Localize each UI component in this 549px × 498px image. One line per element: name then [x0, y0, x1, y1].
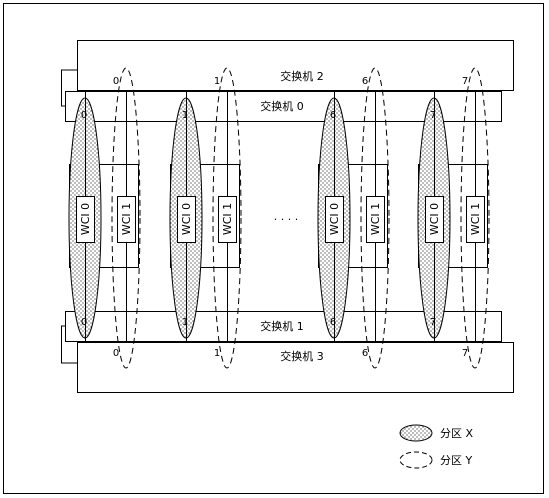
port-x-bottom-label: 1	[182, 317, 188, 328]
wci-1-label: WCI 1	[221, 203, 234, 235]
partition-y-ellipse	[360, 67, 390, 369]
wci-0-card	[177, 196, 196, 243]
wci-0-card	[425, 196, 444, 243]
port-y-top-label: 0	[113, 76, 119, 87]
wci-0-card	[76, 196, 95, 243]
switch-3-box	[77, 342, 514, 393]
port-x-top-label: 1	[182, 110, 188, 121]
legend-partition-x-swatch	[399, 424, 433, 442]
port-x-top-label: 0	[81, 110, 87, 121]
partition-y-ellipse	[111, 67, 141, 369]
switch-0-label: 交换机 0	[260, 99, 304, 113]
port-x-bottom-label: 6	[330, 317, 336, 328]
switch-3-label: 交换机 3	[280, 349, 324, 363]
board-group: WCI 0 WCI 1 6 6 6 6	[317, 67, 390, 369]
port-y-bottom-label: 1	[214, 348, 220, 359]
wci-1-card	[466, 196, 485, 243]
switch-2-0-link	[61, 69, 78, 107]
port-y-top-label: 6	[362, 76, 368, 87]
wci-0-label: WCI 0	[79, 203, 92, 235]
wci-0-card	[325, 196, 344, 243]
port-x-top-label: 6	[330, 110, 336, 121]
wci-1-card	[117, 196, 136, 243]
switch-1-label: 交换机 1	[260, 319, 304, 333]
port-x-bottom-label: 7	[430, 317, 436, 328]
outer-frame	[3, 3, 544, 494]
wci-1-card	[218, 196, 237, 243]
switch-2-box	[77, 40, 514, 91]
legend-partition-y-label: 分区 Y	[440, 454, 472, 467]
port-y-bottom-label: 0	[113, 348, 119, 359]
port-y-top-label: 7	[462, 76, 468, 87]
wci-1-card	[366, 196, 385, 243]
partition-y-ellipse	[460, 67, 490, 369]
wci-1-label: WCI 1	[469, 203, 482, 235]
wci-0-label: WCI 0	[428, 203, 441, 235]
board-group: WCI 0 WCI 1 7 7 7 7	[417, 67, 490, 369]
ellipsis: . . . .	[274, 210, 298, 223]
board-group: WCI 0 WCI 1 1 1 1 1	[169, 67, 242, 369]
switch-2-label: 交换机 2	[280, 69, 324, 83]
wci-0-label: WCI 0	[328, 203, 341, 235]
wci-1-label: WCI 1	[120, 203, 133, 235]
port-x-top-label: 7	[430, 110, 436, 121]
wci-1-label: WCI 1	[369, 203, 382, 235]
switch-1-3-link	[61, 325, 78, 364]
partition-y-ellipse	[212, 67, 242, 369]
legend-partition-y-swatch	[399, 451, 433, 469]
wci-0-label: WCI 0	[180, 203, 193, 235]
legend-partition-x-label: 分区 X	[440, 427, 473, 440]
board-group: WCI 0 WCI 1 0 0 0 0	[68, 67, 141, 369]
port-y-bottom-label: 7	[462, 348, 468, 359]
port-y-top-label: 1	[214, 76, 220, 87]
port-y-bottom-label: 6	[362, 348, 368, 359]
port-x-bottom-label: 0	[81, 317, 87, 328]
